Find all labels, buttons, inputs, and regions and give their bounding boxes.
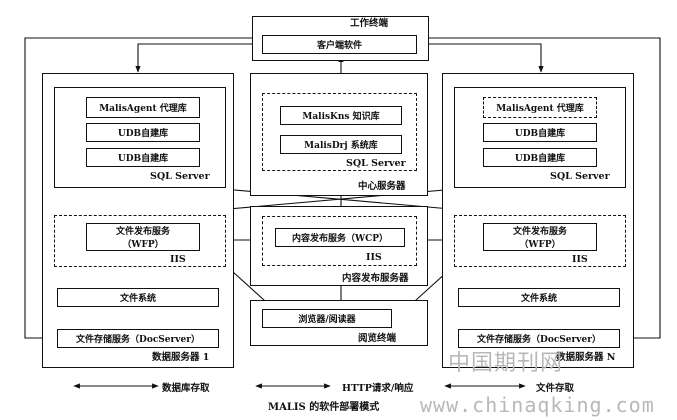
client-software-box[interactable]: 客户端软件: [262, 35, 417, 54]
watermark-cn: 中国期刊网: [448, 351, 564, 376]
right-wfp-line2: （WFP）: [519, 240, 561, 250]
right-wfp-box: 文件发布服务 （WFP）: [483, 223, 597, 251]
right-wfp-line1: 文件发布服务: [512, 227, 567, 237]
right-udb-1: UDB自建库: [483, 123, 597, 142]
data-server-n-label: 数据服务器 N: [556, 352, 616, 363]
central-sql-label: SQL Server: [346, 158, 406, 169]
legend-http: HTTP请求/响应: [342, 383, 414, 394]
right-file-system: 文件系统: [458, 288, 620, 307]
right-iis-label: IIS: [572, 254, 588, 265]
reader-terminal-label: 阅览终端: [358, 333, 397, 344]
left-udb-2: UDB自建库: [86, 148, 200, 167]
wcp-box: 内容发布服务（WCP）: [275, 228, 405, 247]
figure-caption: MALIS 的软件部署模式: [268, 402, 380, 413]
central-server-label: 中心服务器: [358, 181, 406, 192]
browser-reader-box[interactable]: 浏览器/阅读器: [262, 309, 392, 328]
publish-server-label: 内容发布服务器: [342, 273, 409, 284]
legend-db-access: 数据库存取: [162, 383, 210, 394]
publish-iis-label: IIS: [366, 252, 382, 263]
central-sql-frame: [262, 93, 417, 171]
right-sql-frame: [454, 87, 626, 188]
left-wfp-line1: 文件发布服务: [115, 227, 170, 237]
wcp-frame: [262, 216, 417, 266]
left-file-system: 文件系统: [57, 288, 219, 307]
right-agent-db: MalisAgent 代理库: [483, 97, 597, 118]
malis-drj-db: MalisDrj 系统库: [280, 135, 402, 154]
data-server-1-label: 数据服务器 1: [152, 352, 210, 363]
left-sql-label: SQL Server: [150, 171, 210, 182]
malis-kns-db: MalisKns 知识库: [280, 106, 402, 125]
left-wfp-box: 文件发布服务 （WFP）: [86, 223, 200, 251]
left-agent-db: MalisAgent 代理库: [86, 97, 200, 118]
left-iis-label: IIS: [170, 254, 186, 265]
right-udb-2: UDB自建库: [483, 148, 597, 167]
legend-file-access: 文件存取: [536, 383, 575, 394]
right-sql-label: SQL Server: [550, 171, 610, 182]
left-udb-1: UDB自建库: [86, 123, 200, 142]
right-docserver: 文件存储服务（DocServer）: [458, 329, 620, 348]
watermark-url: www.chinaqking.com: [420, 393, 655, 417]
left-docserver: 文件存储服务（DocServer）: [57, 329, 219, 348]
work-terminal-title: 工作终端: [350, 18, 389, 29]
left-wfp-line2: （WFP）: [122, 240, 164, 250]
right-wfp-frame: [454, 215, 626, 267]
left-wfp-frame: [54, 215, 226, 267]
